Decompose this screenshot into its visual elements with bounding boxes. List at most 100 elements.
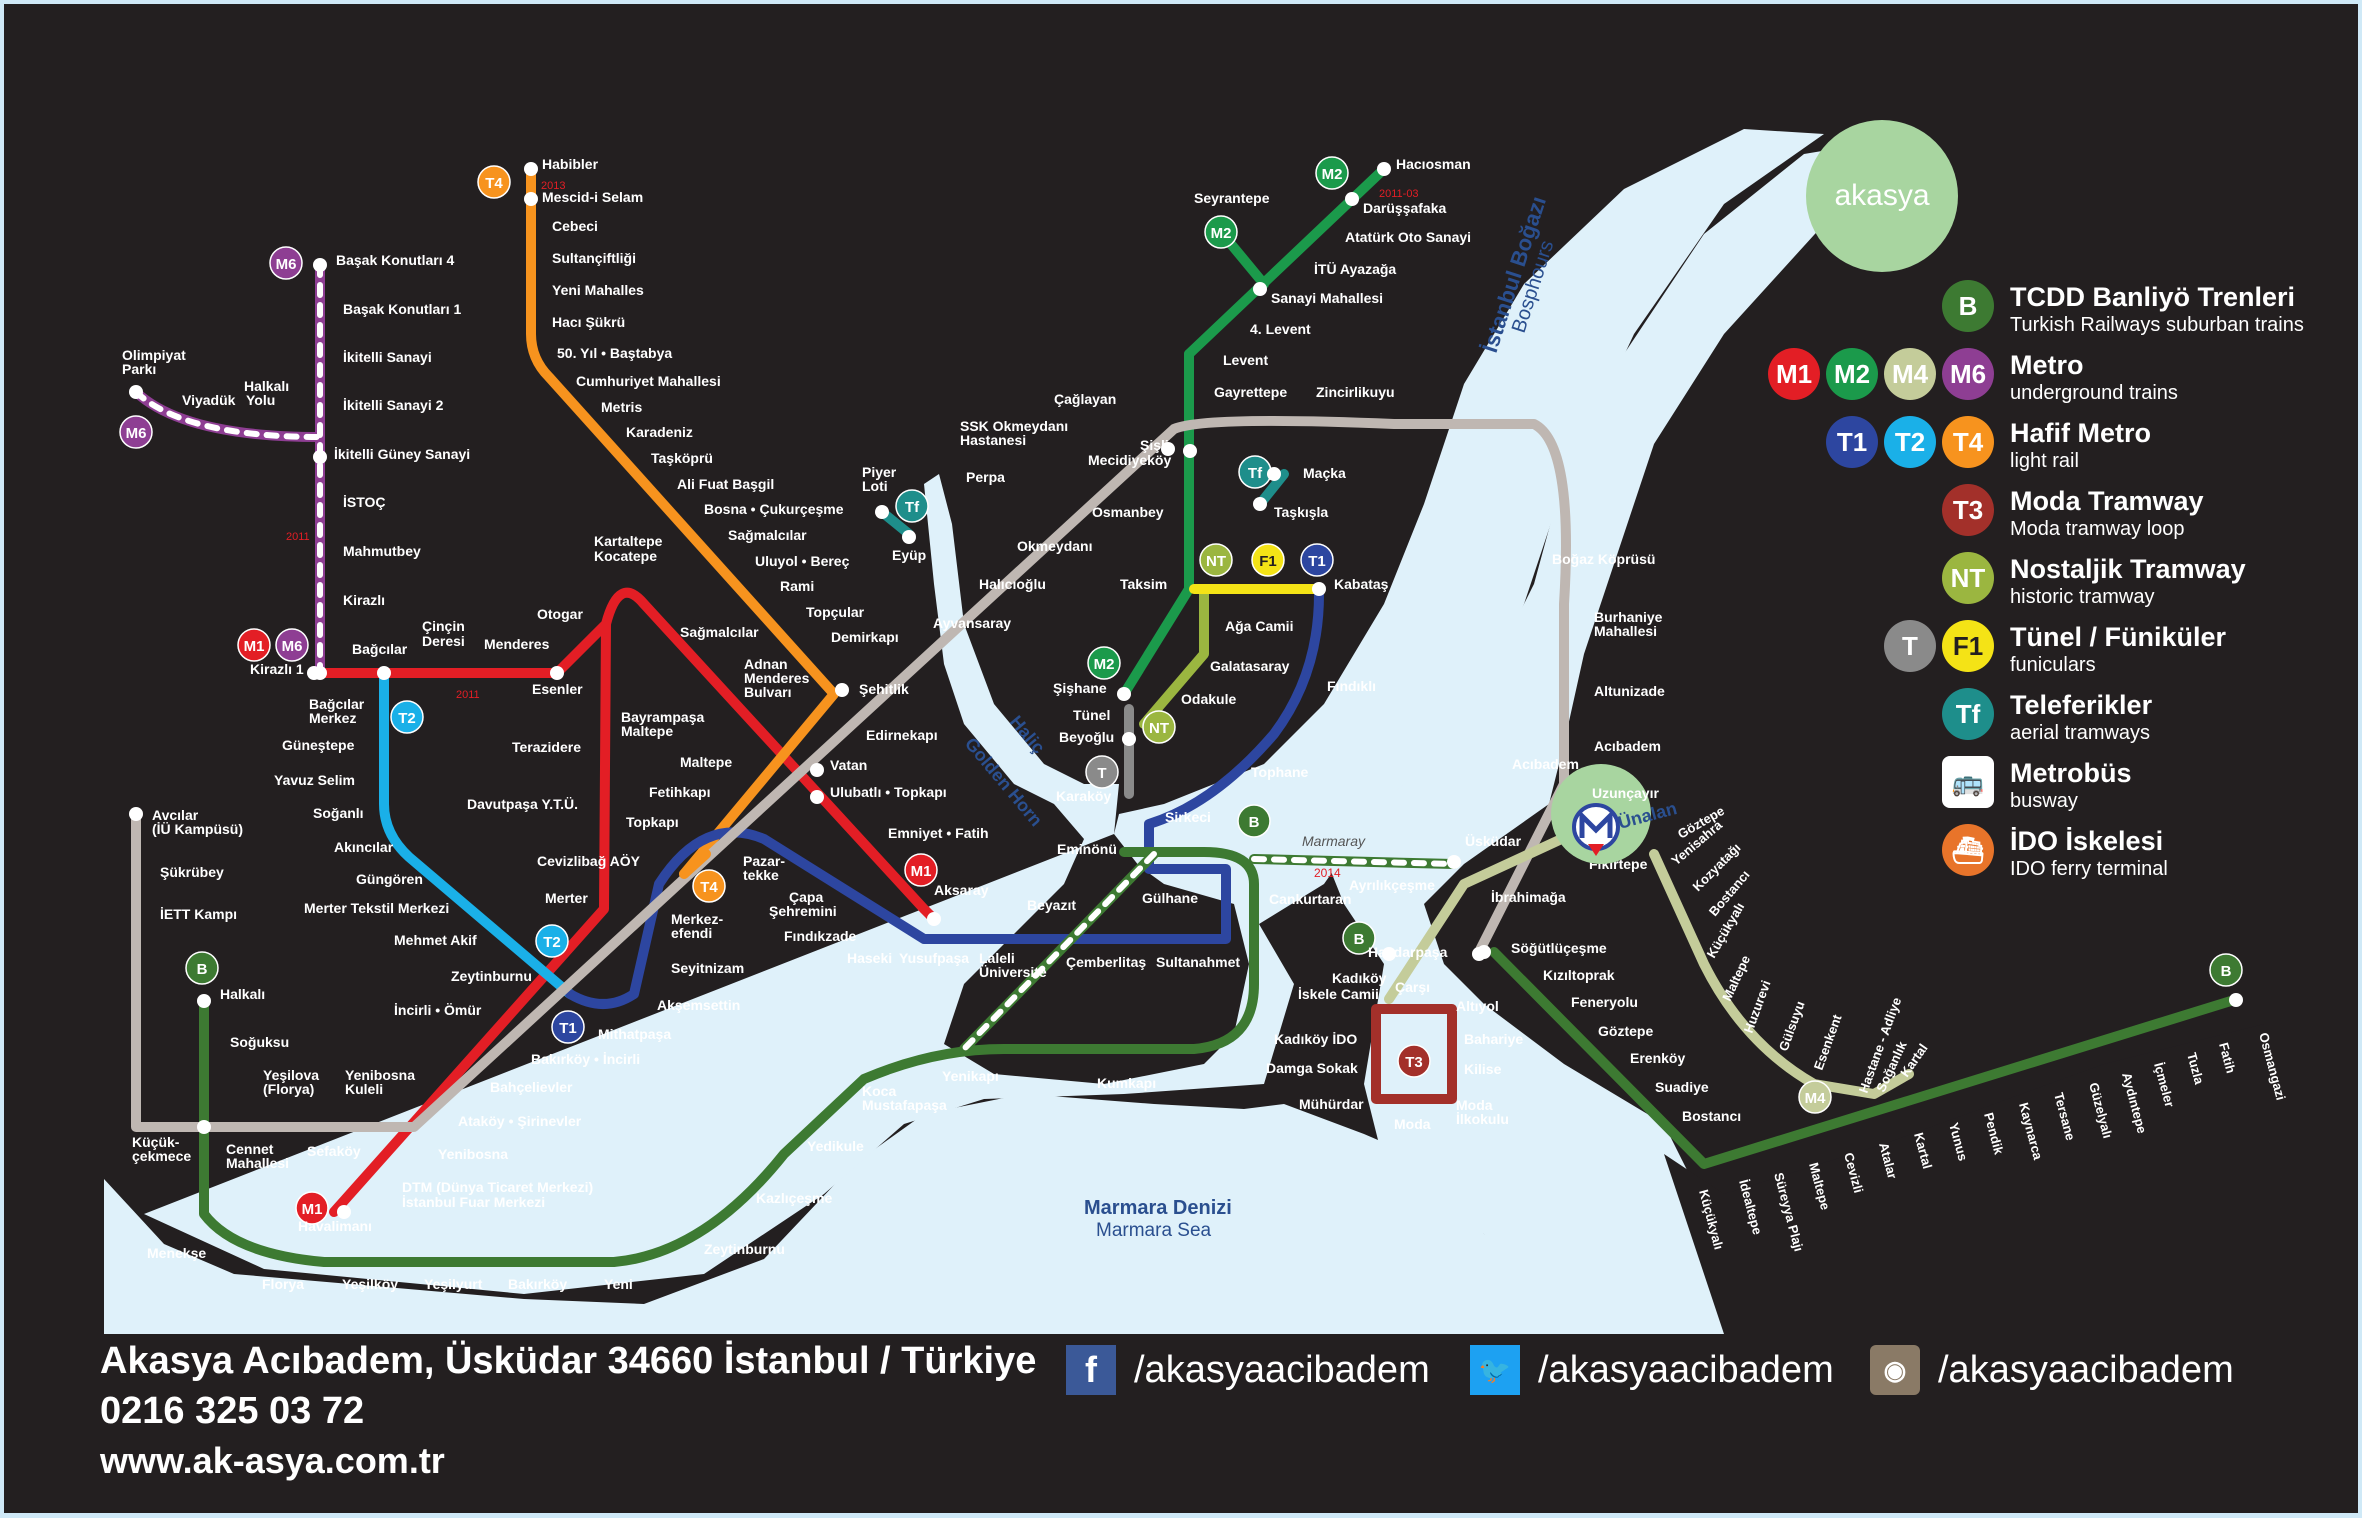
- station-label[interactable]: Kartaltepe: [594, 533, 663, 549]
- station-label[interactable]: Halıcıoğlu: [979, 576, 1046, 592]
- station-label[interactable]: Adnan: [744, 656, 788, 672]
- station-label[interactable]: Gülsuyu: [1776, 999, 1808, 1053]
- station-label[interactable]: Hastanesi: [960, 432, 1026, 448]
- station-label[interactable]: Sultançiftliği: [552, 250, 636, 266]
- station-label[interactable]: Otogar: [537, 606, 583, 622]
- station-label[interactable]: Yusufpaşa: [899, 950, 969, 966]
- station-label[interactable]: İstanbul Fuar Merkezi: [402, 1194, 545, 1210]
- station-label[interactable]: Edirnekapı: [866, 727, 938, 743]
- station-label[interactable]: 50. Yıl • Baştabya: [557, 345, 672, 361]
- station-label[interactable]: Moda: [1456, 1097, 1493, 1113]
- station-label[interactable]: Yedikule: [807, 1138, 864, 1154]
- station-label[interactable]: Menekşe: [147, 1245, 206, 1261]
- station-label[interactable]: Çağlayan: [1054, 391, 1116, 407]
- station-dot[interactable]: [313, 666, 327, 680]
- station-label[interactable]: Fındıkzade: [784, 928, 857, 944]
- station-label[interactable]: Şehitlik: [859, 681, 909, 697]
- line-badge-nt[interactable]: NT: [1199, 543, 1233, 577]
- station-label[interactable]: Perpa: [966, 469, 1005, 485]
- station-label[interactable]: Ayvansaray: [933, 615, 1011, 631]
- station-dot[interactable]: [1447, 855, 1461, 869]
- station-label[interactable]: Kirazlı 1: [250, 661, 304, 677]
- station-label[interactable]: Sirkeci: [1165, 809, 1211, 825]
- line-badge-tf[interactable]: Tf: [1238, 455, 1272, 489]
- station-label[interactable]: Habibler: [542, 156, 599, 172]
- station-label[interactable]: Yavuz Selim: [274, 772, 355, 788]
- station-label[interactable]: Maltepe: [680, 754, 732, 770]
- station-label[interactable]: Cennet: [226, 1141, 274, 1157]
- station-label[interactable]: Mustafapaşa: [862, 1097, 947, 1113]
- station-label[interactable]: Güngören: [356, 871, 423, 887]
- station-label[interactable]: Suadiye: [1655, 1079, 1709, 1095]
- station-label[interactable]: İETT Kampı: [160, 906, 237, 922]
- station-label[interactable]: Odakule: [1181, 691, 1236, 707]
- station-label[interactable]: (Florya): [263, 1081, 314, 1097]
- station-dot[interactable]: [313, 258, 327, 272]
- station-label[interactable]: Darüşşafaka: [1363, 200, 1446, 216]
- station-label[interactable]: Kirazlı: [343, 592, 385, 608]
- station-label[interactable]: İkitelli Sanayi: [343, 349, 432, 365]
- station-label[interactable]: İkitelli Güney Sanayi: [334, 446, 470, 462]
- station-dot[interactable]: [1472, 947, 1486, 961]
- line-badge-nt[interactable]: NT: [1142, 710, 1176, 744]
- line-badge-t4[interactable]: T4: [477, 165, 511, 199]
- station-label[interactable]: Gayrettepe: [1214, 384, 1287, 400]
- station-label[interactable]: Sağmalcılar: [680, 624, 759, 640]
- station-label[interactable]: Erenköy: [1630, 1050, 1685, 1066]
- station-label[interactable]: Bosna • Çukurçeşme: [704, 501, 844, 517]
- station-label[interactable]: Altunizade: [1594, 683, 1665, 699]
- station-label[interactable]: Koca: [862, 1083, 896, 1099]
- station-label[interactable]: Sultanahmet: [1156, 954, 1240, 970]
- station-dot[interactable]: [902, 530, 916, 544]
- line-badge-m1[interactable]: M1: [904, 853, 938, 887]
- station-label[interactable]: Havalimanı: [298, 1218, 372, 1234]
- station-label[interactable]: Mahallesi: [1594, 623, 1657, 639]
- station-label[interactable]: Ağa Camii: [1225, 618, 1293, 634]
- station-label[interactable]: Hacı Şükrü: [552, 314, 625, 330]
- station-label[interactable]: Loti: [862, 478, 888, 494]
- station-label[interactable]: İncirli • Ömür: [394, 1002, 482, 1018]
- station-label[interactable]: Şişhane: [1053, 680, 1107, 696]
- station-label[interactable]: Pazar-: [743, 853, 785, 869]
- station-dot[interactable]: [1253, 497, 1267, 511]
- station-label[interactable]: Küçük-: [132, 1134, 180, 1150]
- line-badge-m6[interactable]: M6: [275, 628, 309, 662]
- station-label[interactable]: Florya: [262, 1276, 304, 1292]
- station-label[interactable]: Karadeniz: [626, 424, 693, 440]
- station-label[interactable]: Altıyol: [1456, 998, 1499, 1014]
- line-badge-t2[interactable]: T2: [535, 924, 569, 958]
- station-label[interactable]: Kadıköy: [1332, 970, 1387, 986]
- station-label[interactable]: Bahçelievler: [490, 1079, 573, 1095]
- station-label[interactable]: (İÜ Kampüsü): [152, 821, 243, 837]
- station-label[interactable]: Karaköy: [1056, 788, 1111, 804]
- footer-phone[interactable]: 0216 325 03 72: [100, 1390, 365, 1432]
- line-badge-f1[interactable]: F1: [1251, 543, 1285, 577]
- line-badge-b[interactable]: B: [185, 951, 219, 985]
- station-label[interactable]: Menderes: [744, 670, 810, 686]
- station-label[interactable]: Demirkapı: [831, 629, 899, 645]
- station-label[interactable]: Piyer: [862, 464, 897, 480]
- facebook-link[interactable]: f /akasyaacibadem: [1066, 1345, 1430, 1395]
- station-label[interactable]: Mahmutbey: [343, 543, 421, 559]
- station-dot[interactable]: [1117, 687, 1131, 701]
- station-label[interactable]: Yenibosna: [345, 1067, 415, 1083]
- station-label[interactable]: Acıbadem: [1594, 738, 1661, 754]
- station-label[interactable]: Atatürk Oto Sanayi: [1345, 229, 1471, 245]
- station-label[interactable]: Ayrılıkçeşme: [1349, 877, 1435, 893]
- station-label[interactable]: İskele Camii: [1298, 986, 1379, 1002]
- station-label[interactable]: Başak Konutları 1: [343, 301, 461, 317]
- station-label[interactable]: Kızıltoprak: [1543, 967, 1615, 983]
- station-label[interactable]: SSK Okmeydanı: [960, 418, 1068, 434]
- station-dot[interactable]: [835, 683, 849, 697]
- station-label[interactable]: Cevizlibağ AÖY: [537, 853, 641, 869]
- station-label[interactable]: Akşemsettin: [657, 997, 740, 1013]
- station-label[interactable]: Ataköy • Şirinevler: [458, 1113, 582, 1129]
- station-label[interactable]: Huzurevi: [1741, 978, 1774, 1035]
- station-dot[interactable]: [1377, 162, 1391, 176]
- station-dot[interactable]: [1267, 467, 1281, 481]
- station-label[interactable]: Maltepe: [621, 723, 673, 739]
- station-label[interactable]: Çapa: [789, 889, 823, 905]
- station-label[interactable]: Levent: [1223, 352, 1268, 368]
- station-label[interactable]: Yeni: [604, 1276, 633, 1292]
- station-label[interactable]: Başak Konutları 4: [336, 252, 454, 268]
